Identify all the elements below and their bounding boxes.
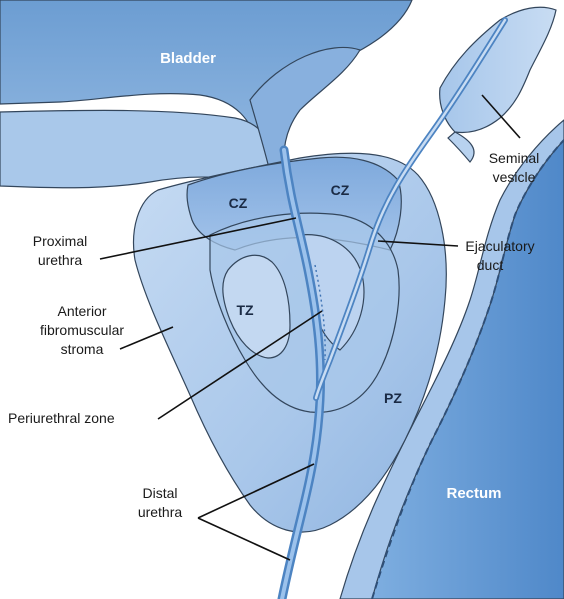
tz-label: TZ xyxy=(236,302,254,318)
anterior-stroma-label-line3: stroma xyxy=(61,341,104,357)
seminal-vesicle-label-line2: vesicle xyxy=(493,169,536,185)
proximal-urethra-label-line1: Proximal xyxy=(33,233,87,249)
proximal-urethra-label-line2: urethra xyxy=(38,252,83,268)
rectum-label: Rectum xyxy=(446,485,501,502)
pz-label: PZ xyxy=(384,390,402,406)
anterior-stroma-label-line2: fibromuscular xyxy=(40,322,124,338)
distal-urethra-label-line1: Distal xyxy=(142,485,177,501)
bladder-label: Bladder xyxy=(160,50,216,67)
cz-right-label: CZ xyxy=(331,182,350,198)
ejaculatory-duct-label-line1: Ejaculatory xyxy=(465,238,534,254)
periurethral-zone-label: Periurethral zone xyxy=(8,410,115,426)
distal-urethra-label-line2: urethra xyxy=(138,504,183,520)
cz-left-label: CZ xyxy=(229,195,248,211)
seminal-vesicle-label-line1: Seminal xyxy=(489,150,540,166)
ejaculatory-duct-label-line2: duct xyxy=(477,257,504,273)
anterior-stroma-label-line1: Anterior xyxy=(57,303,106,319)
